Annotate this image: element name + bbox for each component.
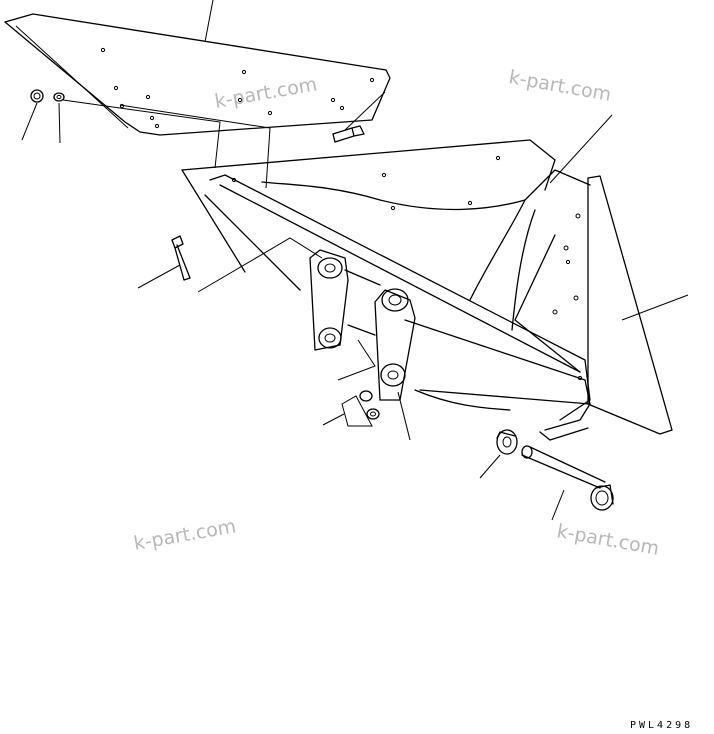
watermark: k-part.com — [555, 520, 661, 560]
nut-washer-lower — [322, 390, 380, 427]
pin — [521, 445, 614, 521]
leader-lines-top — [21, 0, 386, 189]
front-bracket — [374, 288, 591, 405]
watermark: k-part.com — [132, 515, 238, 555]
watermark: k-part.com — [507, 66, 613, 106]
nut-washer-top — [30, 89, 65, 103]
watermark: k-part.com — [213, 73, 319, 113]
leader-lines-middle — [337, 114, 689, 441]
bolt-left — [137, 235, 323, 293]
top-cover-plate — [4, 13, 391, 136]
rear-bracket — [309, 249, 381, 351]
gusset-plate — [539, 175, 673, 441]
drawing-code: PWL4298 — [630, 720, 693, 731]
bolt-top — [332, 125, 365, 143]
arm-body — [204, 169, 591, 421]
bushing — [479, 429, 518, 479]
